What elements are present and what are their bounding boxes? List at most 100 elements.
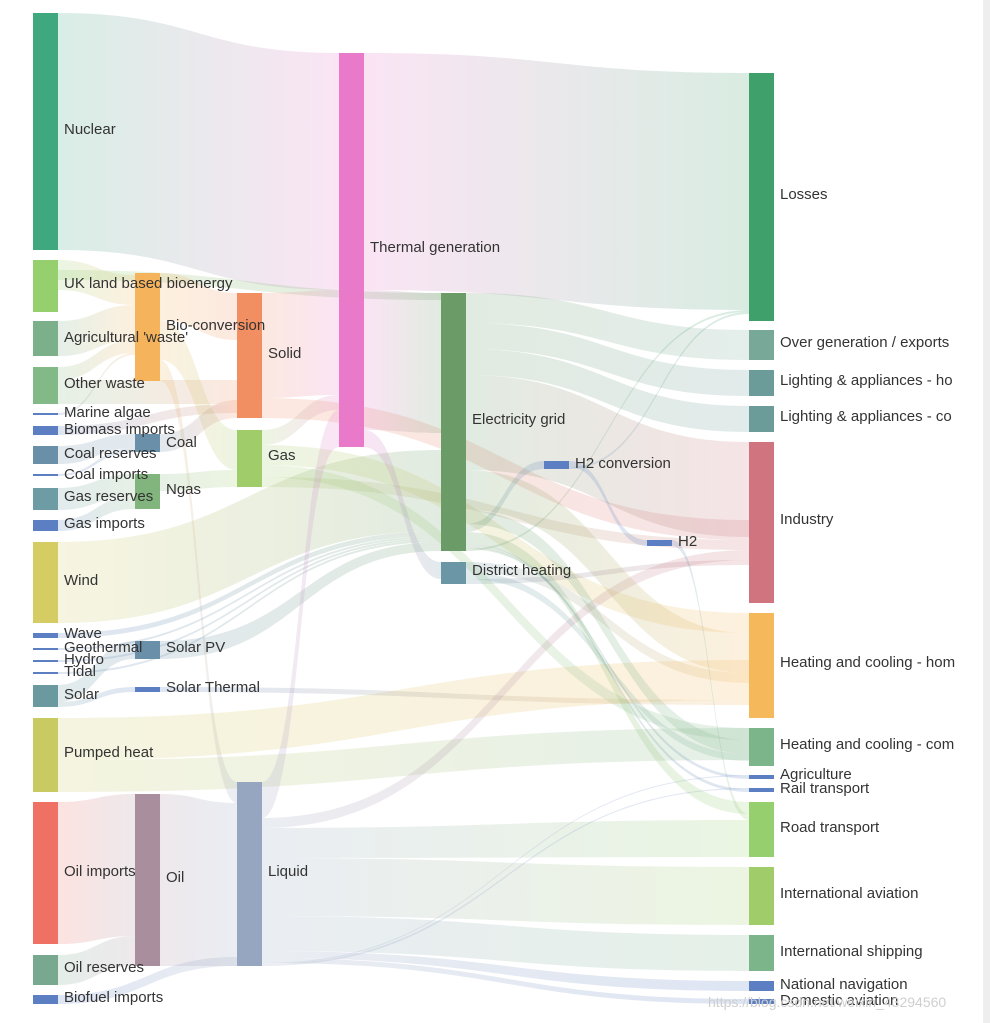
link-h2-conversion-to-losses[interactable] [569, 312, 749, 469]
link-gas-to-heating-homes[interactable] [262, 445, 749, 633]
link-coal-imports-to-coal[interactable] [58, 448, 135, 476]
node-electricity-grid[interactable] [441, 293, 466, 551]
node-wind[interactable] [33, 542, 58, 623]
link-biomass-imports-to-solid[interactable] [58, 404, 237, 435]
link-gas-to-heating-commercial[interactable] [262, 465, 749, 740]
node-international-shipping[interactable] [749, 935, 774, 971]
link-ngas-to-gas[interactable] [160, 470, 237, 491]
link-bio-conversion-to-gas[interactable] [160, 320, 237, 470]
link-district-heating-to-heating-homes[interactable] [466, 562, 749, 683]
node-biomass-imports[interactable] [33, 426, 58, 435]
node-marine-algae[interactable] [33, 413, 58, 415]
node-road-transport[interactable] [749, 802, 774, 857]
link-gas-to-thermal-generation[interactable] [262, 395, 339, 445]
link-gas-reserves-to-ngas[interactable] [58, 474, 135, 510]
node-bio-conversion[interactable] [135, 273, 160, 381]
link-oil-to-liquid[interactable] [160, 794, 237, 966]
node-losses[interactable] [749, 73, 774, 321]
link-electricity-grid-to-lighting-commercial[interactable] [466, 349, 749, 432]
node-geothermal[interactable] [33, 648, 58, 650]
link-electricity-grid-to-losses[interactable] [466, 310, 749, 551]
link-oil-reserves-to-oil[interactable] [58, 936, 135, 985]
node-heating-commercial[interactable] [749, 728, 774, 766]
node-international-aviation[interactable] [749, 867, 774, 925]
link-h2-to-road-transport[interactable] [672, 540, 749, 820]
node-tidal[interactable] [33, 672, 58, 674]
node-solar[interactable] [33, 685, 58, 707]
vertical-scrollbar[interactable] [983, 0, 990, 1023]
link-oil-imports-to-oil[interactable] [58, 794, 135, 944]
link-thermal-generation-to-electricity-grid[interactable] [364, 290, 441, 433]
link-pumped-heat-to-heating-homes[interactable] [58, 660, 749, 760]
link-tidal-to-electricity-grid[interactable] [58, 540, 441, 674]
node-gas-reserves[interactable] [33, 488, 58, 510]
node-oil-imports[interactable] [33, 802, 58, 944]
node-national-navigation[interactable] [749, 981, 774, 991]
link-liquid-to-road-transport[interactable] [262, 820, 749, 858]
node-hydro[interactable] [33, 660, 58, 662]
link-liquid-to-national-navigation[interactable] [262, 951, 749, 991]
link-h2-conversion-to-h2[interactable] [569, 461, 647, 546]
node-rail-transport[interactable] [749, 788, 774, 792]
node-oil[interactable] [135, 794, 160, 966]
node-wave[interactable] [33, 633, 58, 638]
link-solar-to-solar-thermal[interactable] [58, 687, 135, 707]
node-solid[interactable] [237, 293, 262, 418]
link-biofuel-imports-to-liquid[interactable] [58, 957, 237, 1004]
link-electricity-grid-to-road-transport[interactable] [466, 532, 749, 814]
link-coal-to-solid[interactable] [160, 400, 237, 452]
node-solar-pv[interactable] [135, 641, 160, 659]
node-oil-reserves[interactable] [33, 955, 58, 985]
link-wind-to-electricity-grid[interactable] [58, 450, 441, 623]
link-bio-conversion-to-liquid[interactable] [160, 360, 237, 803]
link-district-heating-to-heating-commercial[interactable] [466, 572, 749, 761]
link-liquid-to-rail-transport[interactable] [262, 788, 749, 966]
link-gas-imports-to-ngas[interactable] [58, 496, 135, 531]
node-agri-waste[interactable] [33, 321, 58, 356]
link-bio-conversion-to-solid[interactable] [160, 273, 237, 340]
node-nuclear[interactable] [33, 13, 58, 250]
node-pumped-heat[interactable] [33, 718, 58, 792]
node-coal-reserves[interactable] [33, 446, 58, 464]
link-liquid-to-agriculture[interactable] [262, 775, 749, 964]
link-pumped-heat-to-heating-commercial[interactable] [58, 728, 749, 792]
link-solar-thermal-to-heating-homes[interactable] [160, 687, 749, 705]
node-lighting-homes[interactable] [749, 370, 774, 396]
link-electricity-grid-to-heating-commercial[interactable] [466, 510, 749, 754]
link-thermal-generation-to-district-heating[interactable] [364, 430, 441, 579]
link-wave-to-electricity-grid[interactable] [58, 531, 441, 638]
link-liquid-to-international-shipping[interactable] [262, 916, 749, 971]
node-industry[interactable] [749, 442, 774, 603]
node-district-heating[interactable] [441, 562, 466, 584]
link-district-heating-to-industry[interactable] [466, 560, 749, 584]
node-liquid[interactable] [237, 782, 262, 966]
link-marine-algae-to-bio-conversion[interactable] [58, 353, 135, 415]
node-over-generation[interactable] [749, 330, 774, 360]
node-gas-imports[interactable] [33, 520, 58, 531]
link-electricity-grid-to-over-generation[interactable] [466, 293, 749, 360]
node-heating-homes[interactable] [749, 613, 774, 718]
node-biofuel-imports[interactable] [33, 995, 58, 1004]
node-coal-imports[interactable] [33, 474, 58, 476]
link-nuclear-to-thermal-generation[interactable] [58, 13, 339, 290]
link-coal-reserves-to-coal[interactable] [58, 434, 135, 464]
link-liquid-to-international-aviation[interactable] [262, 858, 749, 925]
node-uk-land[interactable] [33, 260, 58, 312]
link-electricity-grid-to-h2-conversion[interactable] [466, 461, 544, 532]
link-other-waste-to-bio-conversion[interactable] [58, 340, 135, 380]
node-lighting-commercial[interactable] [749, 406, 774, 432]
node-coal[interactable] [135, 434, 160, 452]
node-h2[interactable] [647, 540, 672, 546]
node-thermal-generation[interactable] [339, 53, 364, 447]
node-ngas[interactable] [135, 474, 160, 509]
link-liquid-to-thermal-generation[interactable] [262, 410, 339, 818]
link-liquid-to-domestic-aviation[interactable] [262, 958, 749, 1004]
node-other-waste[interactable] [33, 367, 58, 404]
link-thermal-generation-to-losses[interactable] [364, 53, 749, 310]
link-agri-waste-to-bio-conversion[interactable] [58, 305, 135, 356]
node-h2-conversion[interactable] [544, 461, 569, 469]
node-solar-thermal[interactable] [135, 687, 160, 692]
link-hydro-to-electricity-grid[interactable] [58, 538, 441, 662]
node-gas[interactable] [237, 430, 262, 487]
link-solar-to-solar-pv[interactable] [58, 641, 135, 702]
